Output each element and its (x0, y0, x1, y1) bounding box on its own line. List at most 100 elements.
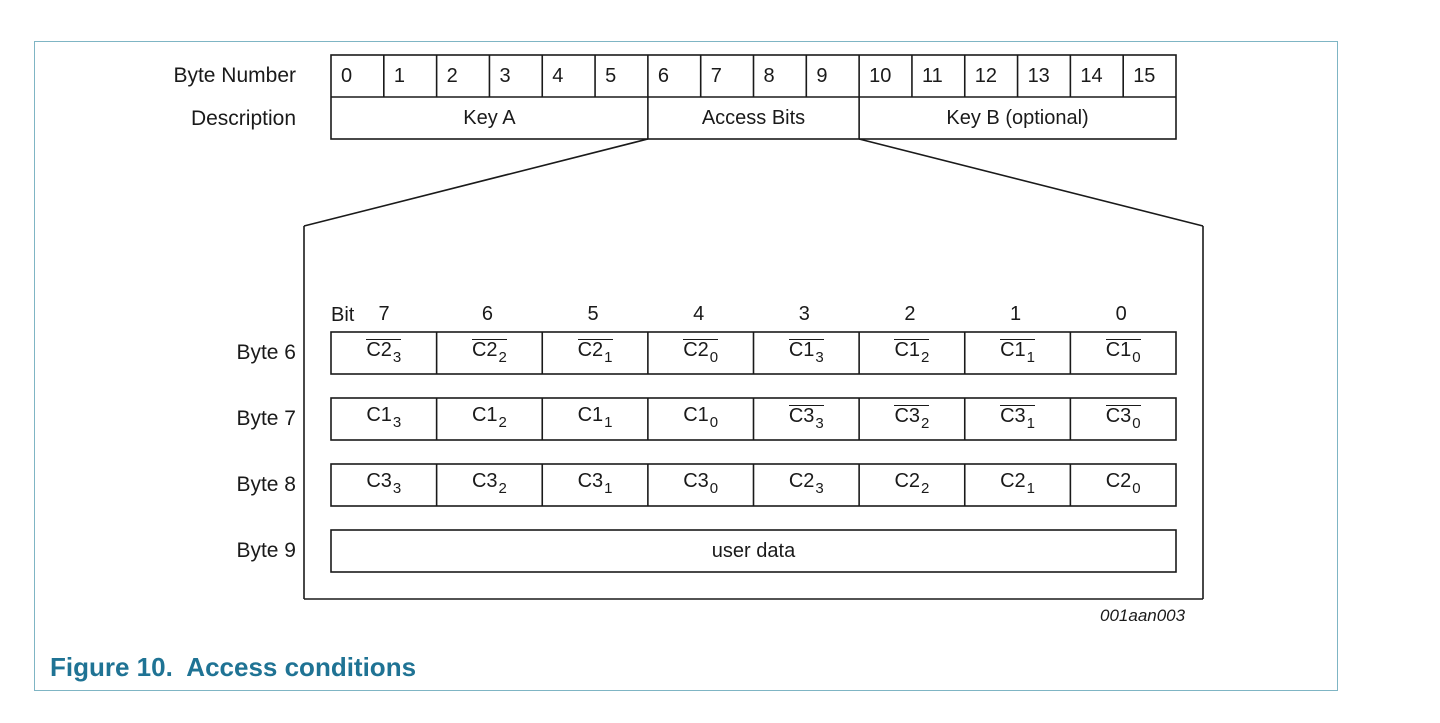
access-bit-symbol: C13 (788, 338, 824, 368)
byte-number-cell: 5 (605, 65, 617, 87)
bit-prefix-label: Bit (331, 304, 355, 326)
bit-number-label: 4 (693, 303, 705, 325)
inverted-access-bit-cell: C31 (965, 398, 1071, 440)
byte-number-cell: 9 (816, 65, 828, 87)
user-data-border (330, 529, 1177, 573)
access-bit-symbol: C30 (1105, 404, 1141, 434)
access-bit-subscript: 1 (1026, 480, 1036, 497)
access-bit-base: C1 (894, 338, 921, 361)
access-bit-base: C2 (683, 338, 709, 361)
access-bit-base: C1 (471, 404, 498, 426)
access-bit-subscript: 3 (815, 348, 824, 366)
access-bit-base: C1 (366, 404, 392, 426)
access-bit-cell: C30 (648, 464, 754, 506)
byte-number-cell: 14 (1080, 65, 1103, 87)
inverted-access-bit-cell: C21 (542, 332, 648, 374)
byte-number-cell: 12 (974, 65, 997, 87)
access-bit-symbol: C21 (577, 338, 613, 368)
inverted-access-bit-cell: C30 (1070, 398, 1176, 440)
access-bit-symbol: C22 (471, 338, 507, 368)
access-bit-base: C2 (366, 338, 392, 361)
access-bit-base: C2 (471, 338, 498, 361)
access-bit-subscript: 3 (392, 414, 402, 431)
access-bit-symbol: C32 (894, 404, 930, 434)
access-bit-base: C1 (1000, 338, 1026, 361)
access-bit-subscript: 2 (498, 348, 507, 366)
access-bit-symbol: C22 (894, 470, 929, 500)
access-bit-cell: C13 (331, 398, 437, 440)
bit-number-label: 5 (587, 303, 599, 325)
access-bit-subscript: 1 (604, 414, 613, 431)
byte-number-cell: 11 (921, 65, 943, 87)
access-bit-subscript: 0 (1132, 348, 1141, 366)
byte-number-cell: 8 (763, 65, 775, 87)
access-bit-subscript: 2 (498, 414, 507, 431)
access-bit-symbol: C20 (1106, 470, 1141, 500)
byte-number-cell: 10 (869, 65, 892, 87)
access-bit-cell: C21 (965, 464, 1071, 506)
access-bits-cell: Access Bits (701, 107, 806, 129)
access-bit-base: C3 (683, 470, 709, 492)
access-bit-symbol: C11 (1000, 338, 1036, 368)
inverted-access-bit-cell: C13 (754, 332, 860, 374)
access-bit-symbol: C31 (1000, 404, 1036, 434)
access-bit-symbol: C23 (366, 338, 402, 368)
inverted-access-bit-cell: C20 (648, 332, 754, 374)
key-a-cell: Key A (463, 107, 516, 129)
access-bit-symbol: C12 (472, 404, 507, 434)
access-bit-symbol: C30 (683, 470, 718, 500)
bit-number-label: 1 (1010, 303, 1022, 325)
description-label: Description (190, 107, 296, 130)
access-bit-cell: C23 (754, 464, 860, 506)
inverted-access-bit-cell: C23 (331, 332, 437, 374)
access-bit-symbol: C11 (578, 404, 613, 434)
access-bit-subscript: 1 (1026, 348, 1036, 366)
access-bit-base: C3 (366, 470, 392, 492)
access-bit-symbol: C33 (366, 470, 401, 500)
access-bit-subscript: 3 (815, 414, 824, 432)
access-bit-symbol: C21 (1000, 470, 1035, 500)
access-bit-base: C1 (788, 338, 815, 361)
access-bit-subscript: 1 (1026, 414, 1036, 432)
byte-row-label: Byte 7 (236, 407, 296, 430)
byte-number-cell: 13 (1027, 65, 1050, 87)
byte-number-label: Byte Number (173, 64, 296, 87)
access-bit-cell: C12 (437, 398, 543, 440)
key-b-cell: Key B (optional) (946, 107, 1089, 129)
bit-number-label: 7 (378, 303, 390, 325)
access-bit-cell: C20 (1070, 464, 1176, 506)
access-bit-base: C3 (1000, 404, 1026, 427)
access-bit-subscript: 0 (1132, 414, 1141, 432)
access-bit-base: C2 (1000, 470, 1026, 492)
access-bit-subscript: 0 (709, 414, 719, 431)
access-bit-symbol: C33 (788, 404, 824, 434)
access-bit-cell: C10 (648, 398, 754, 440)
access-bit-subscript: 3 (392, 348, 402, 366)
access-bit-symbol: C10 (1105, 338, 1141, 368)
access-bit-subscript: 1 (604, 480, 613, 497)
access-bit-base: C3 (788, 404, 815, 427)
bit-number-label: 6 (481, 303, 493, 325)
access-bit-subscript: 2 (921, 348, 930, 366)
byte-row-label: Byte 6 (236, 341, 296, 364)
byte-number-cell: 4 (552, 65, 564, 87)
access-bit-base: C1 (577, 404, 604, 426)
access-bit-subscript: 2 (921, 480, 930, 497)
access-bit-base: C3 (894, 404, 921, 427)
user-data-cell: user data (711, 540, 796, 562)
access-bit-subscript: 0 (1132, 480, 1141, 497)
byte-number-cell: 0 (341, 65, 353, 87)
access-bit-cell: C11 (542, 398, 648, 440)
access-bit-subscript: 0 (709, 348, 719, 366)
bit-number-label: 3 (798, 303, 810, 325)
access-bit-base: C2 (1105, 470, 1132, 492)
byte-number-cell: 3 (499, 65, 511, 87)
inverted-access-bit-cell: C11 (965, 332, 1071, 374)
inverted-access-bit-cell: C32 (859, 398, 965, 440)
access-bit-subscript: 0 (709, 480, 719, 497)
figure-code: 001aan003 (1100, 606, 1186, 625)
byte-number-cell: 7 (710, 65, 722, 87)
figure-caption: Figure 10. Access conditions (50, 652, 417, 682)
access-bit-cell: C32 (437, 464, 543, 506)
